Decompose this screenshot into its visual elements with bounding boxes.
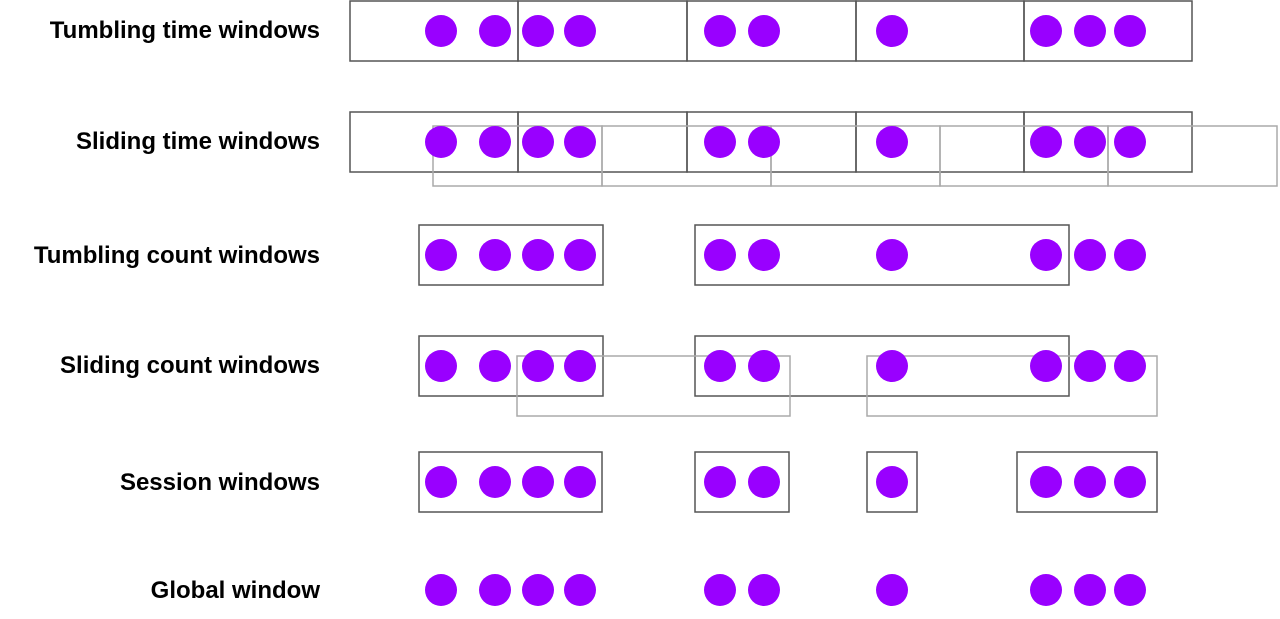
- events-layer: [425, 15, 1146, 606]
- sliding-time-windows-event-2: [479, 126, 511, 158]
- row-label-session-windows: Session windows: [120, 469, 320, 496]
- global-window-event-3: [522, 574, 554, 606]
- row-label-global-window: Global window: [151, 577, 321, 604]
- tumbling-time-windows-event-8: [1030, 15, 1062, 47]
- tumbling-count-windows-event-9: [1074, 239, 1106, 271]
- session-windows-event-8: [1030, 466, 1062, 498]
- global-window-event-9: [1074, 574, 1106, 606]
- sliding-time-windows-event-10: [1114, 126, 1146, 158]
- session-windows-session-window-2: [694, 451, 790, 513]
- tumbling-time-windows-event-4: [564, 15, 596, 47]
- sliding-count-windows-event-5: [704, 350, 736, 382]
- global-window-event-10: [1114, 574, 1146, 606]
- global-window-event-4: [564, 574, 596, 606]
- tumbling-count-windows-event-7: [876, 239, 908, 271]
- session-windows-session-window-1: [418, 451, 603, 513]
- sliding-time-windows-sliding-time-offset-window-5: [1107, 125, 1278, 187]
- tumbling-count-windows-event-1: [425, 239, 457, 271]
- sliding-count-windows-tumbling-count-window-2: [694, 335, 1070, 397]
- sliding-count-windows-sliding-count-offset-window-1: [516, 355, 791, 417]
- tumbling-time-windows-event-2: [479, 15, 511, 47]
- sliding-count-windows-tumbling-count-window-1: [418, 335, 604, 397]
- tumbling-count-windows-event-8: [1030, 239, 1062, 271]
- global-window-event-6: [748, 574, 780, 606]
- windows-layer: [349, 0, 1278, 513]
- session-windows-session-window-3: [866, 451, 918, 513]
- session-windows-event-9: [1074, 466, 1106, 498]
- tumbling-count-windows-event-2: [479, 239, 511, 271]
- row-label-tumbling-count-windows: Tumbling count windows: [34, 242, 320, 269]
- tumbling-count-windows-tumbling-count-window-2: [694, 224, 1070, 286]
- global-window-event-7: [876, 574, 908, 606]
- sliding-time-windows-event-3: [522, 126, 554, 158]
- sliding-count-windows-event-10: [1114, 350, 1146, 382]
- tumbling-time-windows-tumbling-time-window-5: [1023, 0, 1193, 62]
- row-label-tumbling-time-windows: Tumbling time windows: [50, 17, 320, 44]
- tumbling-time-windows-event-6: [748, 15, 780, 47]
- row-label-sliding-count-windows: Sliding count windows: [60, 352, 320, 379]
- sliding-time-windows-event-1: [425, 126, 457, 158]
- tumbling-time-windows-event-5: [704, 15, 736, 47]
- tumbling-time-windows-event-10: [1114, 15, 1146, 47]
- sliding-time-windows-event-9: [1074, 126, 1106, 158]
- tumbling-time-windows-event-7: [876, 15, 908, 47]
- sliding-count-windows-event-1: [425, 350, 457, 382]
- tumbling-count-windows-event-5: [704, 239, 736, 271]
- session-windows-event-5: [704, 466, 736, 498]
- session-windows-event-2: [479, 466, 511, 498]
- sliding-time-windows-event-6: [748, 126, 780, 158]
- session-windows-event-6: [748, 466, 780, 498]
- sliding-time-windows-event-8: [1030, 126, 1062, 158]
- sliding-count-windows-event-3: [522, 350, 554, 382]
- sliding-count-windows-event-8: [1030, 350, 1062, 382]
- session-windows-event-1: [425, 466, 457, 498]
- sliding-time-windows-event-5: [704, 126, 736, 158]
- tumbling-count-windows-event-4: [564, 239, 596, 271]
- sliding-count-windows-event-7: [876, 350, 908, 382]
- tumbling-count-windows-event-3: [522, 239, 554, 271]
- session-windows-event-10: [1114, 466, 1146, 498]
- session-windows-session-window-4: [1016, 451, 1158, 513]
- sliding-count-windows-event-9: [1074, 350, 1106, 382]
- session-windows-event-7: [876, 466, 908, 498]
- tumbling-time-windows-event-3: [522, 15, 554, 47]
- tumbling-count-windows-event-10: [1114, 239, 1146, 271]
- tumbling-time-windows-event-9: [1074, 15, 1106, 47]
- sliding-count-windows-event-4: [564, 350, 596, 382]
- global-window-event-2: [479, 574, 511, 606]
- global-window-event-8: [1030, 574, 1062, 606]
- global-window-event-1: [425, 574, 457, 606]
- global-window-event-5: [704, 574, 736, 606]
- session-windows-event-3: [522, 466, 554, 498]
- sliding-time-windows-event-4: [564, 126, 596, 158]
- tumbling-time-windows-event-1: [425, 15, 457, 47]
- session-windows-event-4: [564, 466, 596, 498]
- sliding-time-windows-event-7: [876, 126, 908, 158]
- row-label-sliding-time-windows: Sliding time windows: [76, 128, 320, 155]
- sliding-count-windows-event-6: [748, 350, 780, 382]
- tumbling-count-windows-tumbling-count-window-1: [418, 224, 604, 286]
- sliding-count-windows-sliding-count-offset-window-2: [866, 355, 1158, 417]
- tumbling-count-windows-event-6: [748, 239, 780, 271]
- sliding-count-windows-event-2: [479, 350, 511, 382]
